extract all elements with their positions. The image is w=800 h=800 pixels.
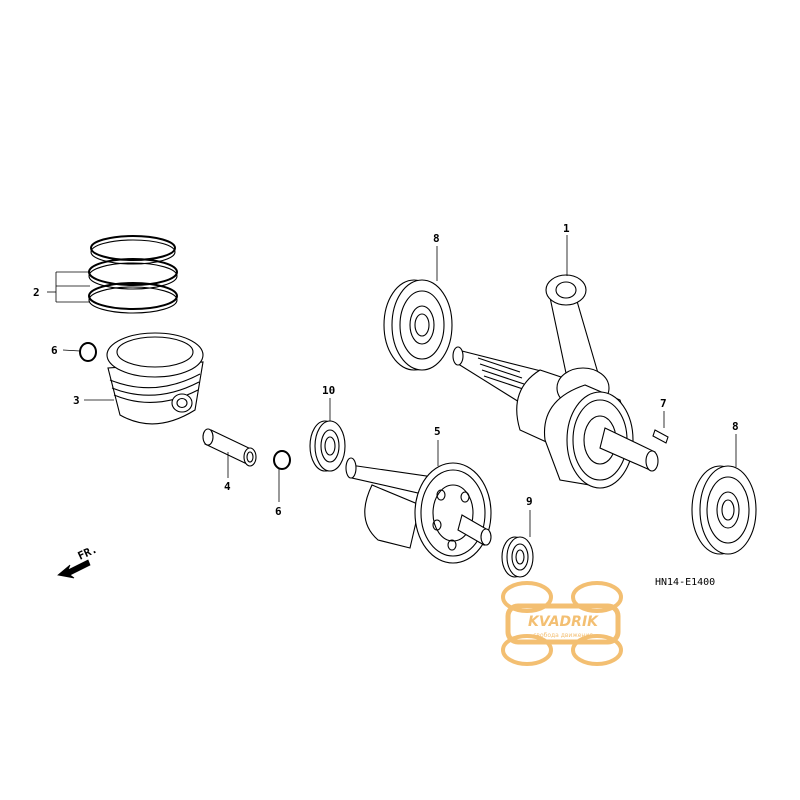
watermark-logo: KVADRIK свобода движения (501, 581, 623, 666)
callout-8b: 8 (732, 420, 739, 467)
callout-label-9: 9 (526, 495, 533, 508)
callout-9: 9 (526, 495, 533, 537)
bearing-9 (501, 536, 534, 578)
piston-pin-clip-right (273, 450, 291, 470)
callout-10: 10 (322, 384, 335, 421)
callout-3: 3 (73, 394, 114, 407)
bearing-8-right (691, 465, 757, 555)
callout-8a: 8 (433, 232, 440, 281)
front-arrow-label: FR. (76, 543, 100, 563)
callout-6a: 6 (51, 344, 81, 357)
callout-6b: 6 (275, 469, 282, 518)
callout-2: 2 (33, 271, 90, 303)
watermark-subtext: свобода движения (533, 632, 593, 639)
piston-pin (202, 428, 257, 467)
callout-label-5: 5 (434, 425, 441, 438)
callout-label-1: 1 (563, 222, 570, 235)
callout-label-2: 2 (33, 286, 40, 299)
watermark-text: KVADRIK (528, 614, 599, 630)
callout-1: 1 (563, 222, 570, 276)
callout-label-3: 3 (73, 394, 80, 407)
callout-label-4: 4 (224, 480, 231, 493)
bearing-10 (309, 420, 346, 472)
callout-5: 5 (434, 425, 441, 466)
crankshaft (452, 274, 659, 489)
woodruff-key (652, 429, 669, 444)
callout-7: 7 (660, 397, 667, 428)
callout-label-10: 10 (322, 384, 335, 397)
bearing-8-left (383, 279, 453, 371)
piston-pin-clip-left (79, 342, 97, 362)
callout-4: 4 (224, 452, 231, 493)
callout-label-7: 7 (660, 397, 667, 410)
diagram-code: HN14-E1400 (655, 577, 715, 588)
callout-label-6a: 6 (51, 344, 58, 357)
piston-rings (88, 235, 178, 314)
callout-label-6b: 6 (275, 505, 282, 518)
balancer-shaft (345, 457, 492, 564)
callout-label-8b: 8 (732, 420, 739, 433)
callout-label-8a: 8 (433, 232, 440, 245)
piston (106, 332, 204, 425)
front-arrow-icon: FR. (57, 543, 100, 579)
